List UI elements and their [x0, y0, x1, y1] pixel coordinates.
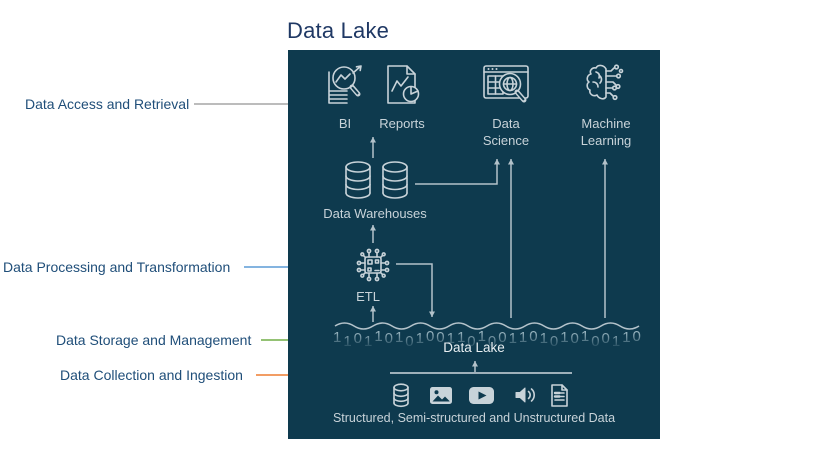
- bi-label: BI: [338, 116, 352, 131]
- stage-label-processing: Data Processing and Transformation: [3, 259, 231, 275]
- diagram-panel: BI Reports Data Science Machine Learning: [288, 50, 660, 439]
- audio-speaker-icon: [514, 386, 537, 404]
- machine-learning-label: Machine Learning: [580, 116, 632, 148]
- stage-label-collection: Data Collection and Ingestion: [60, 367, 243, 383]
- data-science-label: Data Science: [482, 116, 530, 148]
- database-cylinder-icon: [379, 160, 411, 201]
- warehouse-to-datascience-arrow: [415, 159, 500, 185]
- database-icon: [392, 383, 410, 408]
- document-icon: [550, 383, 569, 408]
- image-icon: [429, 386, 453, 405]
- stage-label-storage: Data Storage and Management: [56, 332, 252, 348]
- page-title: Data Lake: [287, 18, 390, 43]
- database-cylinder-icon: [342, 160, 374, 201]
- warehouses-label: Data Warehouses: [323, 206, 427, 221]
- etl-label: ETL: [356, 289, 380, 304]
- machine-learning-icon: [583, 62, 629, 106]
- flow-connectors: [334, 137, 640, 374]
- etl-to-lake-arrow: [396, 263, 435, 317]
- reports-label: Reports: [379, 116, 425, 131]
- stage-label-access: Data Access and Retrieval: [25, 96, 190, 112]
- sources-caption: Structured, Semi-structured and Unstruct…: [332, 411, 616, 425]
- report-document-icon: [382, 62, 422, 106]
- lake-label: Data Lake: [443, 340, 505, 355]
- data-science-icon: [482, 62, 530, 106]
- access-arrow: [194, 101, 306, 107]
- video-play-icon: [468, 386, 495, 405]
- lake-wave-line: [334, 322, 640, 330]
- etl-chip-icon: [350, 245, 394, 285]
- bi-analytics-icon: [322, 62, 368, 106]
